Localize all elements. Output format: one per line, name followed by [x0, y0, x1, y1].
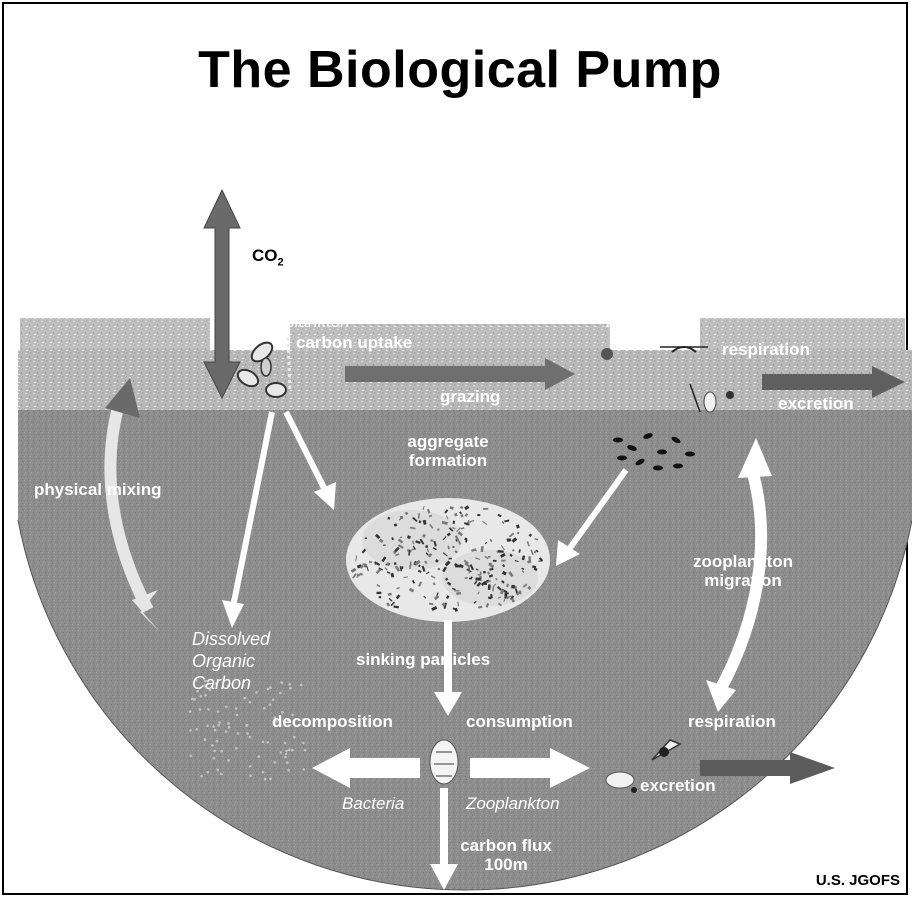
co2-label: CO2	[252, 246, 284, 272]
zooplankton-surface-label: Zooplankton	[606, 312, 700, 331]
grazing-label: grazing	[440, 387, 500, 406]
co2-exchange-arrow	[204, 190, 240, 398]
sinking-particles-label: sinking particles	[356, 650, 490, 669]
respiration-surface-label: respiration	[722, 340, 810, 359]
consumption-label: consumption	[466, 712, 573, 731]
source-credit: U.S. JGOFS	[816, 872, 900, 889]
carbon-uptake-label: carbon uptake	[296, 333, 412, 352]
excretion-deep-label: excretion	[640, 776, 716, 795]
bacteria-label: Bacteria	[342, 794, 404, 813]
sinking-particle	[430, 740, 458, 784]
decomposition-label: decomposition	[272, 712, 393, 731]
phytoplankton-label: Phytoplankton	[242, 312, 350, 331]
zooplankton-deep-label: Zooplankton	[466, 794, 560, 813]
respiration-deep-label: respiration	[688, 712, 776, 731]
excretion-surface-label: excretion	[778, 394, 854, 413]
aggregate-particles	[346, 498, 550, 622]
physical-mixing-label: physical mixing	[34, 480, 162, 499]
